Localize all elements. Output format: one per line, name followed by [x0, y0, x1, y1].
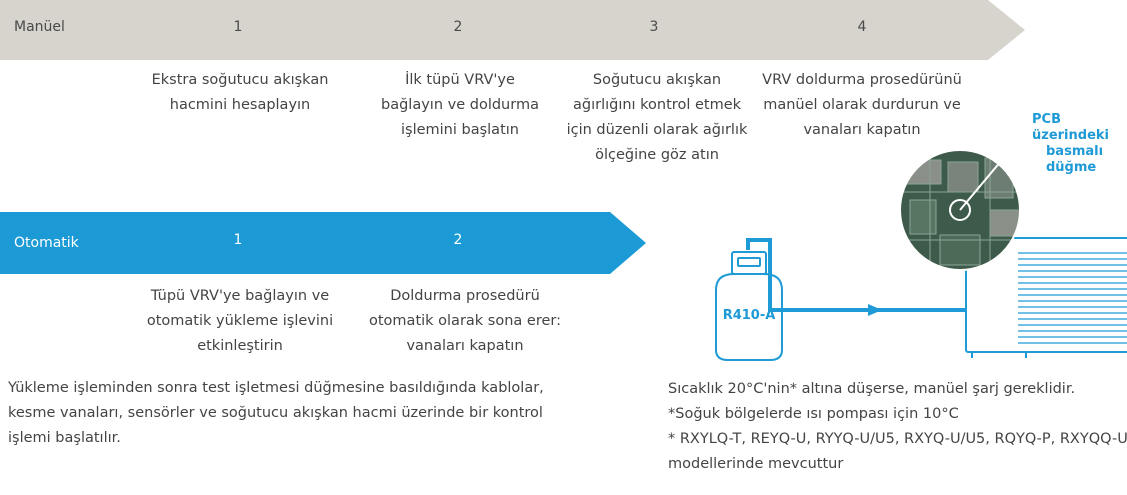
manual-step-4-number: 4 [857, 19, 867, 35]
flow-arrow-icon [868, 304, 882, 316]
manual-step-3-number: 3 [649, 19, 659, 35]
refrigerant-pipe-icon [746, 238, 966, 312]
note-models: * RXYLQ-T, REYQ-U, RYYQ-U/U5, RXYQ-U/U5,… [668, 431, 1127, 447]
refrigerant-cylinder-icon [715, 251, 783, 361]
manual-label: Manüel [14, 19, 65, 35]
automatic-banner-arrow [0, 212, 646, 274]
cylinder-label: R410-A [723, 308, 776, 323]
note-cold-regions: *Soğuk bölgelerde ısı pompası için 10°C [668, 406, 959, 422]
manual-banner-arrow [0, 0, 1025, 60]
manual-step-1-number: 1 [233, 19, 243, 35]
outdoor-unit-fan-grille-icon [1018, 252, 1127, 344]
pcb-button-label: PCB üzerindeki basmalı düğme [1032, 112, 1109, 175]
notes: Sıcaklık 20°C'nin* altına düşerse, manüe… [668, 377, 1127, 477]
push-button-highlight-icon [949, 140, 1020, 221]
outdoor-unit-icon [965, 237, 1127, 358]
automatic-step-2-number: 2 [453, 232, 463, 248]
manual-banner [0, 0, 1025, 60]
automatic-banner [0, 212, 646, 274]
note-temperature: Sıcaklık 20°C'nin* altına düşerse, manüe… [668, 381, 1076, 397]
note-models-suffix: modellerinde mevcuttur [668, 456, 844, 472]
manual-step-2-number: 2 [453, 19, 463, 35]
test-run-paragraph: Yükleme işleminden sonra test işletmesi … [8, 380, 544, 446]
refrigerant-charging-illustration: R410-A [715, 140, 1127, 361]
automatic-label: Otomatik [14, 235, 79, 251]
automatic-step-1-number: 1 [233, 232, 243, 248]
